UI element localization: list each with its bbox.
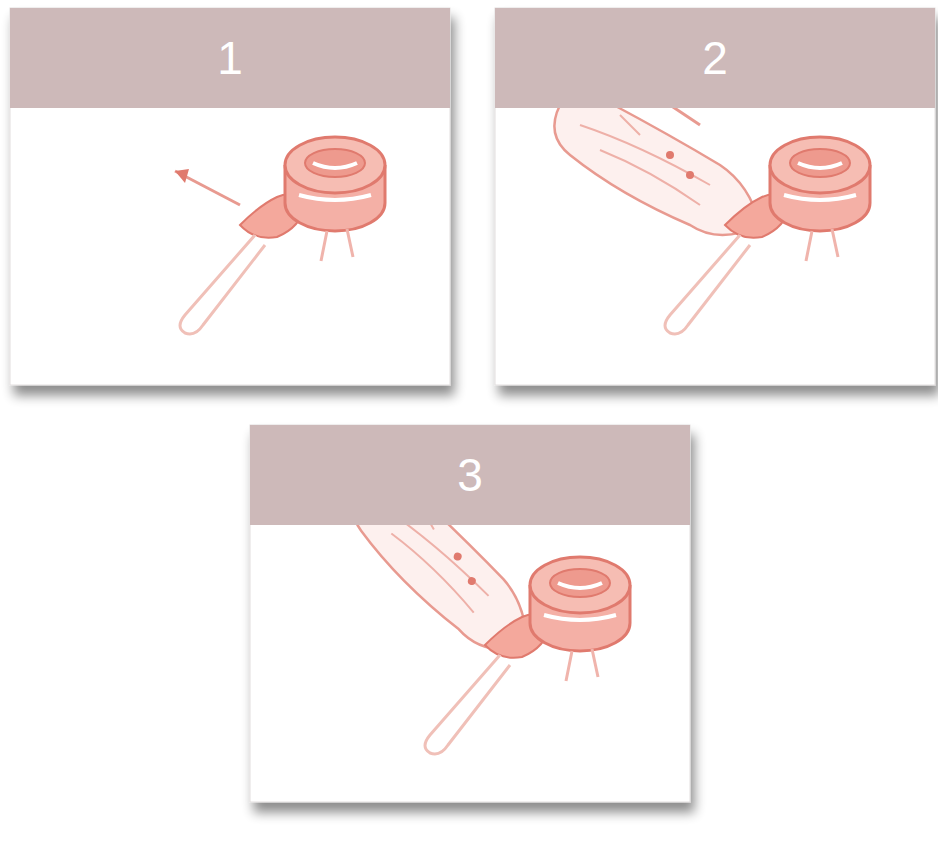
cervix-drawing — [554, 94, 870, 334]
header-band: 3 — [250, 425, 690, 525]
step-number: 2 — [702, 35, 728, 81]
header-band: 1 — [10, 8, 450, 108]
step-panel: 3 — [250, 425, 690, 802]
step-number: 3 — [457, 452, 483, 498]
cervix-drawing — [175, 137, 385, 334]
step-panel: 2 — [495, 8, 935, 385]
step-panel: 1 — [10, 8, 450, 385]
panel-body — [10, 8, 450, 385]
header-band: 2 — [495, 8, 935, 108]
panel-body — [250, 425, 690, 802]
step-number: 1 — [217, 35, 243, 81]
panel-body — [495, 8, 935, 385]
